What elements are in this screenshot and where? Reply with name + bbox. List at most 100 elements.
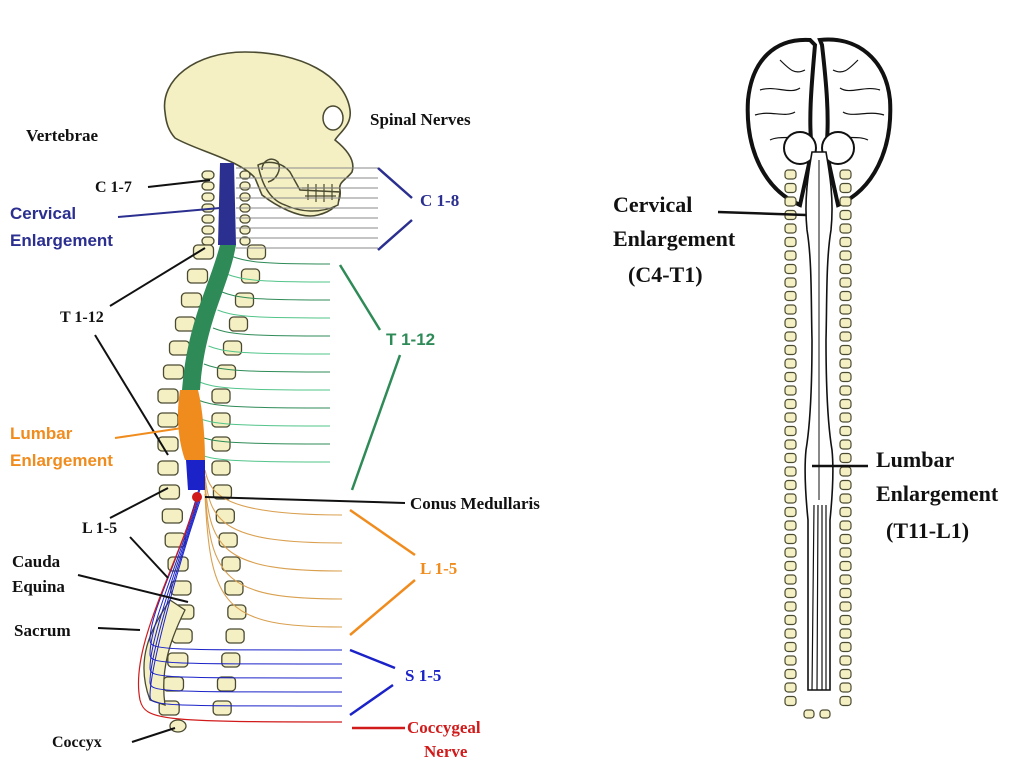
vertebra-process xyxy=(234,292,255,308)
cord-cervical xyxy=(218,163,236,245)
vertebra-left-column xyxy=(784,331,797,342)
label-t112-left: T 1-12 xyxy=(60,309,104,326)
vertebra-body xyxy=(180,292,203,308)
label-cervical-enl-1: Cervical xyxy=(10,204,76,223)
pointer-l15-upper xyxy=(109,487,169,519)
sacral-nerve xyxy=(149,496,343,693)
thoracic-nerve xyxy=(203,363,331,373)
coccyx-segment xyxy=(803,709,815,719)
vertebra-left-column xyxy=(784,371,797,383)
coccyx-bone xyxy=(169,719,187,733)
label-right-lumbar-2: Enlargement xyxy=(876,481,999,506)
vertebra-body xyxy=(162,676,185,692)
vertebra-right-column xyxy=(839,182,852,194)
lumbar-nerve xyxy=(204,493,343,628)
lumbar-nerve xyxy=(204,481,343,572)
label-cauda-2: Equina xyxy=(12,577,65,596)
label-coccygeal-1: Coccygeal xyxy=(407,718,481,737)
vertebra-right-column xyxy=(839,682,852,693)
skeleton-figure xyxy=(137,51,378,733)
vertebra-left-column xyxy=(784,412,797,423)
vertebra-left-column xyxy=(784,169,797,180)
vertebra-right-column xyxy=(839,290,852,302)
vertebra-left-column xyxy=(784,452,797,464)
vertebra-right-column xyxy=(839,479,852,491)
pointer-lumbar-enl xyxy=(114,427,183,439)
vertebra-left-column xyxy=(784,533,797,545)
coccygeal-nerve xyxy=(137,499,343,723)
cord-thoracic xyxy=(182,245,236,390)
vertebra-right-column xyxy=(839,641,852,653)
vertebra-right-column xyxy=(839,196,852,207)
vertebra-left-column xyxy=(784,614,797,626)
label-spinal-nerves: Spinal Nerves xyxy=(370,110,471,129)
vertebra-process xyxy=(239,225,251,235)
pointer-cervical-enl xyxy=(117,207,221,218)
pointer-coccyx xyxy=(131,727,176,743)
cord-lumbar xyxy=(177,390,205,460)
vertebra-body xyxy=(157,412,179,428)
vertebra-right-column xyxy=(839,587,852,599)
bracket-lumbar xyxy=(349,508,416,636)
vertebra-process xyxy=(212,484,233,500)
vertebra-left-column xyxy=(784,290,797,302)
label-lumbar-enl-2: Enlargement xyxy=(10,451,113,470)
vertebra-left-column xyxy=(784,682,797,693)
label-t112-right: T 1-12 xyxy=(386,330,435,349)
label-coccygeal-2: Nerve xyxy=(424,742,468,761)
vertebra-process xyxy=(211,388,231,404)
sacrum-bone xyxy=(143,599,186,706)
vertebra-body xyxy=(162,364,185,380)
bracket-cervical xyxy=(377,167,413,251)
vertebra-body xyxy=(201,170,215,180)
vertebra-left-column xyxy=(784,520,797,531)
skull-eye-socket xyxy=(322,105,344,131)
vertebra-left-column xyxy=(784,479,797,491)
vertebra-body xyxy=(192,244,215,260)
pointer-c17 xyxy=(147,179,211,188)
thoracic-nerve xyxy=(230,255,331,265)
vertebra-right-column xyxy=(839,250,852,261)
vertebra-body xyxy=(170,580,192,596)
vertebra-left-column xyxy=(784,655,797,666)
vertebra-left-column xyxy=(784,317,797,329)
vertebra-right-column xyxy=(839,452,852,464)
label-vertebrae: Vertebrae xyxy=(26,126,99,145)
vertebra-left-column xyxy=(784,506,797,518)
vertebra-body xyxy=(201,192,215,202)
brain-left-hemisphere xyxy=(745,37,818,208)
right-labels: Cervical Enlargement (C4-T1) Lumbar Enla… xyxy=(613,192,999,543)
vertebra-right-column xyxy=(839,263,852,275)
thoracic-nerve xyxy=(226,273,331,283)
thoracic-nerve xyxy=(208,345,331,355)
skull-jaw xyxy=(257,161,341,212)
thoracic-nerve xyxy=(199,381,331,391)
vertebra-right-column xyxy=(839,560,852,572)
vertebra-right-column xyxy=(839,385,852,396)
vertebra-right-column xyxy=(839,695,852,707)
vertebra-right-column xyxy=(839,236,852,248)
coccyx-segment xyxy=(819,709,831,719)
vertebra-right-column xyxy=(839,317,852,329)
pointer-right-cervical xyxy=(717,210,807,217)
vertebra-left-column xyxy=(784,263,797,275)
vertebra-left-column xyxy=(784,385,797,396)
vertebra-left-column xyxy=(784,439,797,450)
vertebra-right-column xyxy=(839,371,852,383)
vertebra-right-column xyxy=(839,493,852,504)
vertebra-right-column xyxy=(839,398,852,410)
label-right-cervical-1: Cervical xyxy=(613,192,692,217)
vertebra-right-column xyxy=(839,304,852,315)
vertebra-left-column xyxy=(784,493,797,504)
vertebra-process xyxy=(222,340,243,356)
vertebra-process xyxy=(239,170,251,180)
label-l15-left: L 1-5 xyxy=(82,520,117,537)
vertebra-process xyxy=(211,412,231,428)
vertebra-right-column xyxy=(839,520,852,531)
pointer-sacrum xyxy=(97,627,141,631)
vertebra-process xyxy=(224,580,244,596)
vertebra-process xyxy=(239,181,251,191)
vertebra-right-column xyxy=(839,466,852,477)
lumbar-nerve xyxy=(204,487,343,600)
